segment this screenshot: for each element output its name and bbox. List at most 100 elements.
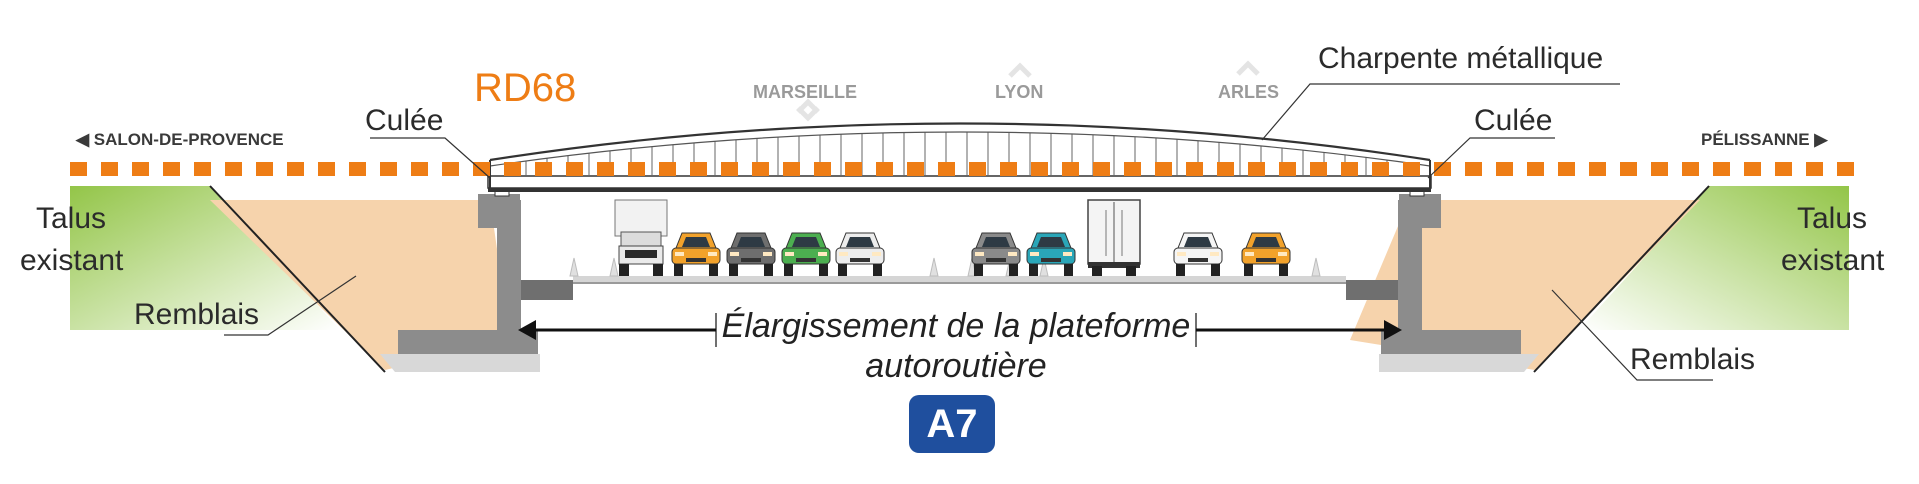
label-remblais-right: Remblais	[1630, 343, 1756, 376]
road-dash	[504, 162, 521, 176]
direction-salon-de-provence: ◀ SALON-DE-PROVENCE	[76, 130, 284, 149]
vehicle-reefer-truck	[1087, 199, 1141, 276]
city-marseille: MARSEILLE	[753, 82, 858, 102]
road-dash	[1248, 162, 1265, 176]
vehicle-car	[1241, 232, 1291, 276]
road-dash	[163, 162, 180, 176]
leader-remblais-left	[224, 275, 357, 336]
leader-lines	[224, 83, 1713, 381]
road-dash	[1031, 162, 1048, 176]
road-dash	[1682, 162, 1699, 176]
road-dash	[969, 162, 986, 176]
vehicle-car	[671, 232, 721, 276]
road-dash	[1527, 162, 1544, 176]
road-name-rd68: RD68	[474, 66, 577, 110]
road-dash	[1062, 162, 1079, 176]
road-dash	[535, 162, 552, 176]
road-dash	[1620, 162, 1637, 176]
road-dash	[1775, 162, 1792, 176]
road-dash	[1093, 162, 1110, 176]
vehicle-car	[1173, 232, 1223, 276]
talus-left-slope	[70, 186, 340, 330]
remblais-right-fill	[1350, 200, 1700, 370]
road-dash	[132, 162, 149, 176]
road-dash	[1279, 162, 1296, 176]
road-dash	[814, 162, 831, 176]
road-dash	[473, 162, 490, 176]
slope-line-right	[1533, 185, 1710, 373]
road-dash	[1651, 162, 1668, 176]
slope-line-left	[209, 185, 386, 373]
road-dash	[1403, 162, 1420, 176]
road-dash	[690, 162, 707, 176]
bridge-deck	[487, 175, 1432, 192]
label-remblais-left: Remblais	[134, 298, 260, 331]
road-dash	[101, 162, 118, 176]
vehicle-car	[726, 232, 776, 276]
ground-base-left	[380, 354, 540, 372]
road-dash	[659, 162, 676, 176]
highway-badge-a7: A7	[909, 395, 995, 453]
road-dash	[318, 162, 335, 176]
road-dash	[752, 162, 769, 176]
road-dash	[628, 162, 645, 176]
road-dashes	[70, 162, 1854, 176]
road-dash	[1155, 162, 1172, 176]
road-dash	[194, 162, 211, 176]
road-dash	[566, 162, 583, 176]
vehicle-car	[781, 232, 831, 276]
label-talus-right-line1: Talus	[1797, 202, 1868, 235]
vehicle-car	[835, 232, 885, 276]
road-dash	[1341, 162, 1358, 176]
road-dash	[442, 162, 459, 176]
road-dash	[907, 162, 924, 176]
leader-culee-right	[1427, 137, 1555, 179]
road-dash	[380, 162, 397, 176]
vehicle-truck	[614, 199, 668, 276]
culee-left-structure	[398, 194, 573, 354]
road-dash	[597, 162, 614, 176]
label-culee-right: Culée	[1474, 104, 1553, 137]
highway-platform	[573, 276, 1346, 284]
lane-marker-lyon-icon	[1008, 62, 1032, 78]
city-lyon: LYON	[995, 82, 1044, 102]
barrier-post	[1311, 257, 1321, 277]
caption-line-2: autoroutière	[865, 347, 1047, 385]
road-dash	[256, 162, 273, 176]
lane-marker-marseille-icon	[796, 98, 820, 122]
label-talus-left-line1: Talus	[36, 202, 107, 235]
road-dash	[1186, 162, 1203, 176]
charpente-arch-top	[489, 122, 1431, 162]
ground-base-right	[1379, 354, 1539, 372]
road-dash	[411, 162, 428, 176]
road-dash	[721, 162, 738, 176]
road-dash	[1837, 162, 1854, 176]
road-dash	[349, 162, 366, 176]
road-dash	[1124, 162, 1141, 176]
culee-right-structure	[1346, 194, 1521, 354]
widening-arrow-left	[518, 313, 717, 347]
road-dash	[1434, 162, 1451, 176]
road-dash	[1713, 162, 1730, 176]
label-culee-left: Culée	[365, 104, 444, 137]
vehicle-car	[971, 232, 1021, 276]
lane-marker-arles-icon	[1236, 60, 1260, 76]
city-arles: ARLES	[1218, 82, 1280, 102]
road-dash	[1310, 162, 1327, 176]
label-talus-left-line2: existant	[20, 244, 124, 277]
direction-pelissanne: PÉLISSANNE ▶	[1701, 130, 1828, 149]
road-dash	[1558, 162, 1575, 176]
leader-charpente	[1261, 83, 1620, 141]
talus-right-slope	[1579, 186, 1849, 330]
road-dash	[1000, 162, 1017, 176]
caption-line-1: Élargissement de la plateforme	[721, 307, 1191, 345]
road-dash	[225, 162, 242, 176]
road-dash	[70, 162, 87, 176]
barrier-post	[1039, 257, 1049, 277]
label-talus-right-line2: existant	[1781, 244, 1885, 277]
leader-culee-left	[370, 137, 491, 179]
road-dash	[1372, 162, 1389, 176]
road-dash	[287, 162, 304, 176]
